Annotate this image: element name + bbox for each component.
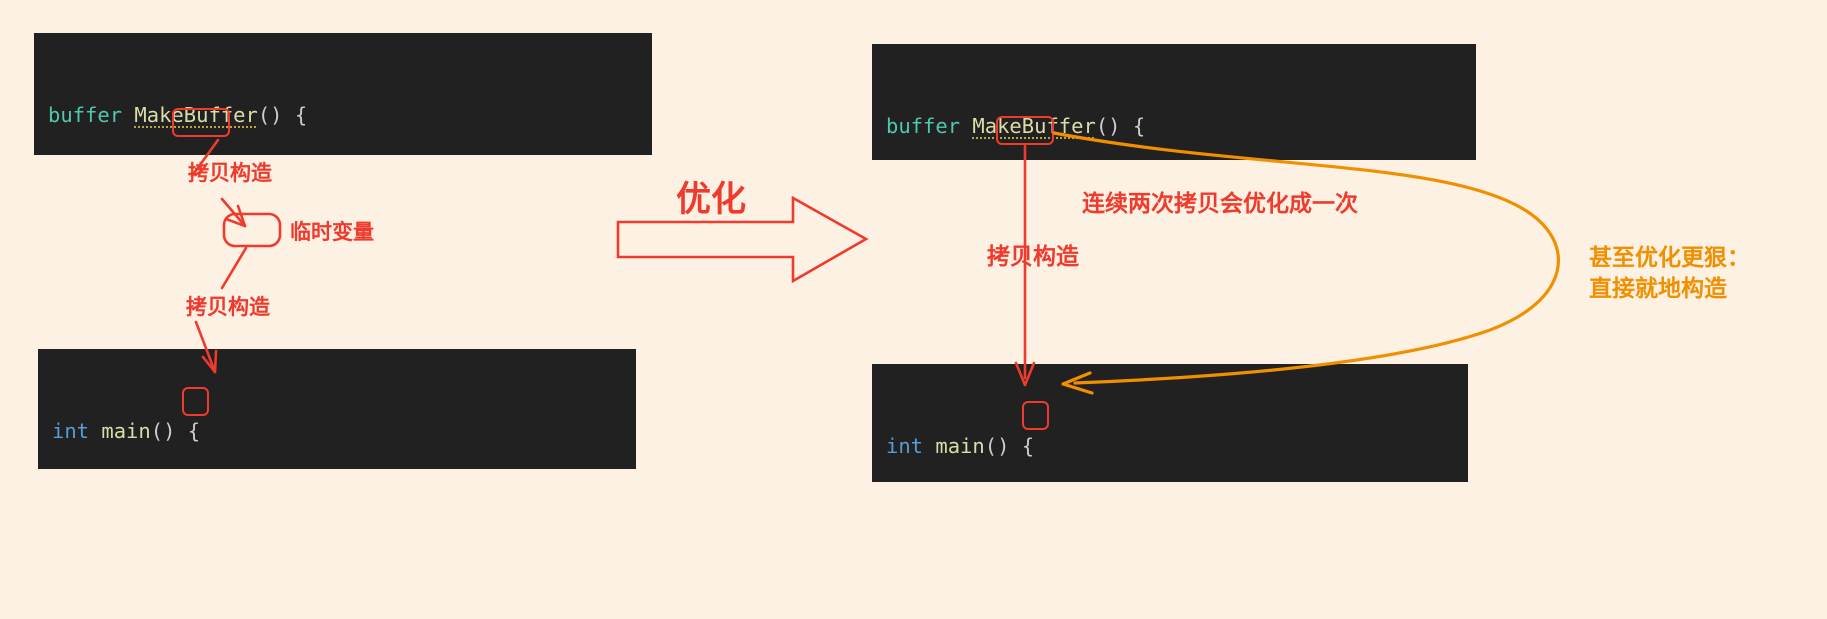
code-line: buffer MakeBuffer() {	[34, 101, 652, 130]
right-makebuffer-code-block: buffer MakeBuffer() { buffer buf(10); //…	[872, 44, 1476, 160]
arrow-copyctor-to-temp-shaft	[220, 197, 247, 228]
code-token: int	[886, 434, 924, 458]
label-copy-ctor-top: 拷贝构造	[188, 161, 272, 185]
code-token: MakeBuffer	[972, 114, 1096, 138]
code-token	[122, 103, 134, 127]
code-token	[923, 434, 935, 458]
label-copy-ctor-bottom: 拷贝构造	[186, 295, 270, 319]
temp-variable-box	[222, 212, 282, 248]
code-token: buffer	[48, 103, 123, 127]
code-token: () {	[1095, 114, 1146, 138]
left-main-code-block: int main() { buffer b = MakeBuffer(); re…	[38, 349, 636, 469]
label-two-copies-optimized: 连续两次拷贝会优化成一次	[1082, 191, 1358, 217]
code-token: int	[52, 419, 90, 443]
label-temp-variable: 临时变量	[290, 220, 374, 244]
code-token: main	[935, 434, 985, 458]
arrow-copyctor-to-temp-head	[224, 204, 247, 228]
label-copy-ctor-right: 拷贝构造	[987, 244, 1079, 270]
code-line: int main() {	[38, 417, 636, 446]
arrow-elision-curve	[1052, 131, 1560, 385]
right-main-code-block: int main() { buffer b = MakeBuffer(); re…	[872, 364, 1468, 482]
left-makebuffer-code-block: buffer MakeBuffer() { buffer buf(10); //…	[34, 33, 652, 155]
code-token	[960, 114, 972, 138]
code-token	[89, 419, 101, 443]
code-token: () {	[984, 434, 1035, 458]
code-token: () {	[257, 103, 308, 127]
code-line: buffer MakeBuffer() {	[872, 112, 1476, 141]
code-token: buffer	[886, 114, 961, 138]
code-line: int main() {	[872, 432, 1468, 461]
label-even-harder-line2: 直接就地构造	[1589, 276, 1727, 302]
label-optimize: 优化	[676, 180, 747, 220]
code-token: () {	[150, 419, 201, 443]
code-token: MakeBuffer	[134, 103, 258, 127]
label-even-harder-line1: 甚至优化更狠：	[1589, 245, 1750, 271]
code-token: main	[101, 419, 151, 443]
leader-line-temp-to-copyctor2	[220, 246, 248, 290]
